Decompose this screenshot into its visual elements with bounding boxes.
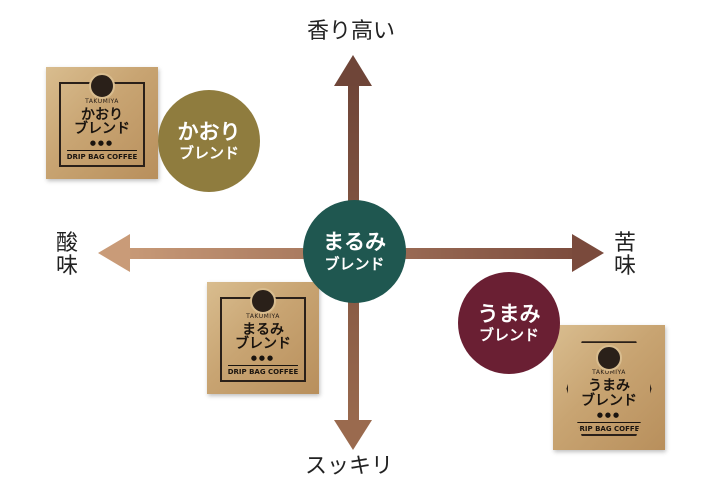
brand-seal-icon (88, 72, 115, 99)
axis-label-right: 苦味 (610, 232, 640, 278)
axis-label-top: 香り高い (307, 19, 396, 44)
package-label: TAKUMIYA かおりブレンド ●●● DRIP BAG COFFEE (59, 72, 145, 167)
arrow-head-left (98, 234, 130, 272)
package-dots: ●●● (250, 353, 276, 362)
blend-type: ブレンド (178, 144, 239, 163)
package-subtitle: DRIP BAG COFFEE (66, 149, 138, 161)
package-brand: TAKUMIYA (592, 369, 626, 377)
package-title: かおりブレンド (73, 106, 130, 138)
blend-name: うまみ (477, 301, 541, 326)
blend-type: ブレンド (478, 326, 539, 345)
axis-label-left: 酸味 (52, 232, 82, 278)
brand-seal-icon (249, 287, 276, 314)
axis-label-left-text: 酸味 (55, 231, 78, 280)
blend-name: かおり (177, 119, 241, 144)
package-subtitle: DRIP BAG COFFEE (227, 364, 299, 376)
package-title: まるみブレンド (234, 321, 291, 353)
blend-circle-marumi: まるみ ブレンド (303, 200, 406, 303)
brand-seal-icon (595, 345, 622, 372)
blend-circle-kaori: かおり ブレンド (158, 90, 260, 192)
package-kaori: TAKUMIYA かおりブレンド ●●● DRIP BAG COFFEE (46, 67, 158, 179)
package-dots: ●●● (89, 138, 115, 147)
package-subtitle: DRIP BAG COFFEE (573, 421, 645, 433)
package-brand: TAKUMIYA (85, 97, 119, 105)
arrow-head-top (334, 55, 372, 86)
blend-name: まるみ (323, 230, 386, 255)
package-brand: TAKUMIYA (246, 312, 280, 320)
package-label: TAKUMIYA うまみブレンド ●●● DRIP BAG COFFEE (566, 341, 652, 437)
axis-label-bottom: スッキリ (305, 454, 394, 479)
arrow-head-right (572, 234, 604, 272)
package-label: TAKUMIYA まるみブレンド ●●● DRIP BAG COFFEE (220, 287, 306, 382)
blend-type: ブレンド (324, 254, 385, 273)
package-umami: TAKUMIYA うまみブレンド ●●● DRIP BAG COFFEE (553, 325, 665, 450)
package-title: うまみブレンド (580, 378, 637, 409)
package-marumi: TAKUMIYA まるみブレンド ●●● DRIP BAG COFFEE (207, 282, 319, 394)
arrow-head-bottom (334, 420, 372, 450)
axis-label-right-text: 苦味 (613, 231, 636, 280)
package-dots: ●●● (596, 410, 622, 419)
blend-circle-umami: うまみ ブレンド (458, 272, 560, 374)
